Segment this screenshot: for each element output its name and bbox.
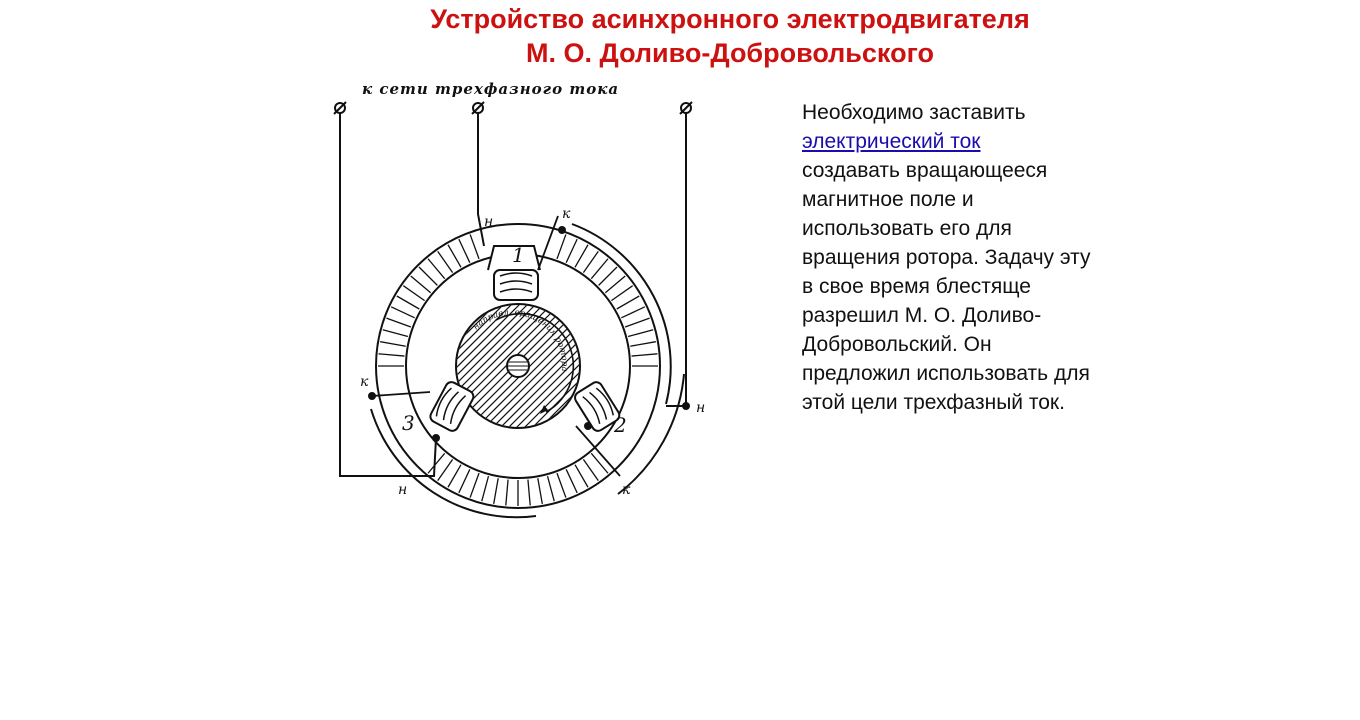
- wire-phase-2: [666, 110, 687, 407]
- description-intro: Необходимо заставить: [802, 101, 1026, 124]
- wire-phase-3: [339, 110, 437, 477]
- winding-arc-1: [571, 223, 672, 405]
- network-label: к сети трехфазного тока: [362, 80, 619, 98]
- wire-phase-1: [477, 110, 485, 247]
- coil-number-1: 1: [512, 243, 525, 267]
- title-line-1: Устройство асинхронного электродвигателя: [430, 4, 1030, 34]
- label-end-2: к: [622, 482, 631, 498]
- coil-3: [429, 381, 475, 432]
- stator-outer-ring: [375, 223, 661, 509]
- coil-1: [493, 269, 539, 301]
- coil-number-3: 3: [402, 411, 415, 435]
- pole-1: [487, 245, 541, 271]
- rotor: [455, 303, 581, 429]
- label-start-2: н: [696, 400, 705, 416]
- label-end-1: к: [562, 206, 571, 222]
- description: Необходимо заставить электрический ток с…: [802, 98, 1102, 417]
- rotation-arrow: [495, 312, 575, 413]
- description-body: создавать вращающееся магнитное поле и и…: [802, 159, 1091, 414]
- page-title: Устройство асинхронного электродвигателя…: [330, 2, 1130, 70]
- coil-number-2: 2: [613, 413, 627, 437]
- winding-arc-3: [370, 408, 537, 519]
- label-end-3: к: [360, 374, 369, 390]
- stator-slots: [378, 234, 658, 506]
- winding-arc-2: [617, 373, 685, 495]
- label-start-1: н: [484, 214, 493, 230]
- electric-current-link[interactable]: электрический ток: [802, 130, 981, 153]
- title-line-2: М. О. Доливо-Добровольского: [526, 38, 934, 68]
- motor-diagram: к сети трехфазного тока 1 2 3 н к н к н …: [333, 80, 705, 519]
- coil-2: [574, 381, 621, 432]
- label-start-3: н: [398, 482, 407, 498]
